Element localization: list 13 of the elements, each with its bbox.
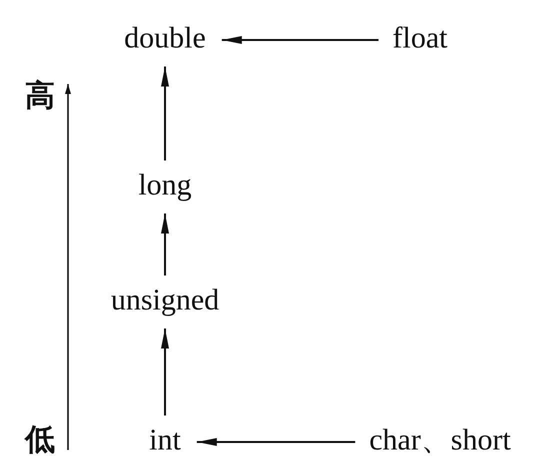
type-name: double <box>124 22 206 54</box>
arrow <box>222 36 378 44</box>
type-name: int <box>149 424 181 456</box>
arrow <box>161 214 169 276</box>
type-name: float <box>392 22 448 54</box>
arrow <box>161 66 169 160</box>
type-name: unsigned <box>110 284 220 316</box>
arrow <box>196 438 356 446</box>
type-name: long <box>138 168 192 202</box>
axis-label: 高 <box>25 80 55 112</box>
arrow <box>161 328 169 416</box>
type-name: char、short <box>369 424 511 456</box>
axis-label: 低 <box>25 424 55 456</box>
